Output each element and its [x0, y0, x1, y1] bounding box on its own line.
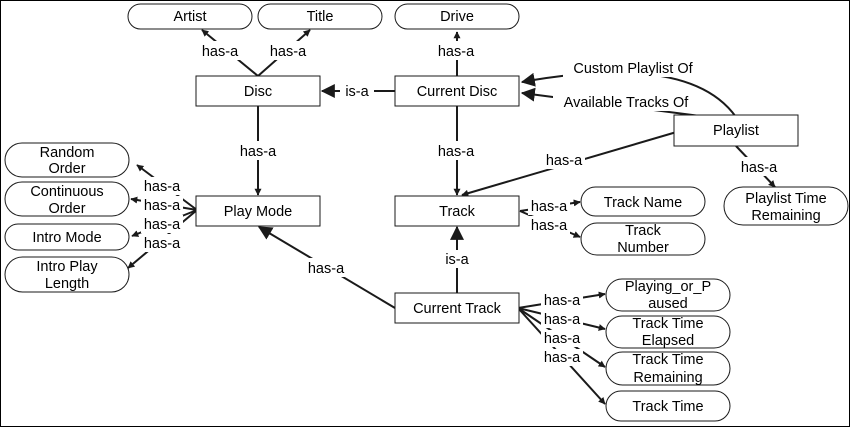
node-random-order: Random Order: [4, 142, 130, 178]
edge-label: has-a: [546, 153, 583, 169]
edge-label: has-a: [144, 179, 181, 195]
node-title: Title: [257, 3, 383, 30]
svg-text:Track Time: Track Time: [632, 399, 703, 415]
node-track-number: Track Number: [580, 222, 706, 256]
node-playing-or-paused: Playing_or_P aused: [605, 278, 731, 312]
node-intro-play-length: Intro Play Length: [4, 256, 130, 293]
svg-text:Artist: Artist: [173, 9, 206, 25]
svg-text:Current Track: Current Track: [413, 301, 502, 317]
edge-label: has-a: [202, 44, 239, 60]
node-disc: Disc: [195, 75, 321, 107]
node-artist: Artist: [127, 3, 253, 30]
svg-text:Number: Number: [617, 240, 669, 256]
edge-label: is-a: [345, 84, 369, 100]
edge-label: has-a: [544, 293, 581, 309]
edge-label: has-a: [544, 331, 581, 347]
node-current-track: Current Track: [394, 292, 520, 324]
edge-labels: has-a has-a has-a is-a Custom Playlist O…: [141, 41, 780, 366]
svg-text:Length: Length: [45, 276, 89, 292]
svg-text:Remaining: Remaining: [751, 208, 820, 224]
edge-label: has-a: [438, 44, 475, 60]
node-playlist-time-remaining: Playlist Time Remaining: [723, 186, 849, 226]
node-play-mode: Play Mode: [195, 195, 321, 227]
edge-label: has-a: [531, 218, 568, 234]
edge-label: has-a: [741, 160, 778, 176]
node-track-name: Track Name: [580, 186, 706, 217]
edge-label: has-a: [438, 144, 475, 160]
svg-text:Intro Mode: Intro Mode: [32, 230, 101, 246]
svg-text:Continuous: Continuous: [30, 184, 103, 200]
svg-text:Elapsed: Elapsed: [642, 333, 694, 349]
svg-text:Track: Track: [625, 223, 661, 239]
svg-text:Drive: Drive: [440, 9, 474, 25]
svg-text:Track Time: Track Time: [632, 316, 703, 332]
svg-text:Order: Order: [48, 201, 85, 217]
edge-label: has-a: [144, 198, 181, 214]
svg-text:Order: Order: [48, 161, 85, 177]
node-intro-mode: Intro Mode: [4, 223, 130, 251]
edge-label: has-a: [144, 217, 181, 233]
edge-label: has-a: [544, 312, 581, 328]
svg-text:Playing_or_P: Playing_or_P: [625, 279, 711, 295]
svg-text:Current Disc: Current Disc: [417, 84, 498, 100]
svg-text:Remaining: Remaining: [633, 370, 702, 386]
node-track-time: Track Time: [605, 390, 731, 422]
edge-label: has-a: [144, 236, 181, 252]
node-track: Track: [394, 195, 520, 227]
svg-text:Disc: Disc: [244, 84, 272, 100]
svg-text:Playlist: Playlist: [713, 123, 759, 139]
edge-label: is-a: [445, 252, 469, 268]
svg-text:Track: Track: [439, 204, 475, 220]
node-playlist: Playlist: [673, 114, 799, 147]
edge-label: Custom Playlist Of: [573, 61, 693, 77]
svg-text:Track Time: Track Time: [632, 352, 703, 368]
node-track-time-elapsed: Track Time Elapsed: [605, 315, 731, 349]
svg-text:Track Name: Track Name: [604, 195, 682, 211]
edge-label: has-a: [270, 44, 307, 60]
edge-label: has-a: [308, 261, 345, 277]
edge-label: has-a: [544, 350, 581, 366]
svg-text:Intro Play: Intro Play: [36, 259, 98, 275]
svg-text:Title: Title: [307, 9, 334, 25]
node-continuous-order: Continuous Order: [4, 181, 130, 217]
node-current-disc: Current Disc: [394, 75, 520, 107]
svg-text:Play Mode: Play Mode: [224, 204, 293, 220]
svg-text:aused: aused: [648, 296, 688, 312]
node-drive: Drive: [394, 3, 520, 30]
edge-label: Available Tracks Of: [564, 95, 690, 111]
nodes: Artist Title Drive Random Order Continuo…: [4, 3, 849, 422]
edge-label: has-a: [240, 144, 277, 160]
svg-text:Playlist Time: Playlist Time: [745, 191, 826, 207]
edge-label: has-a: [531, 199, 568, 215]
node-track-time-remaining: Track Time Remaining: [605, 351, 731, 386]
svg-text:Random: Random: [40, 145, 95, 161]
